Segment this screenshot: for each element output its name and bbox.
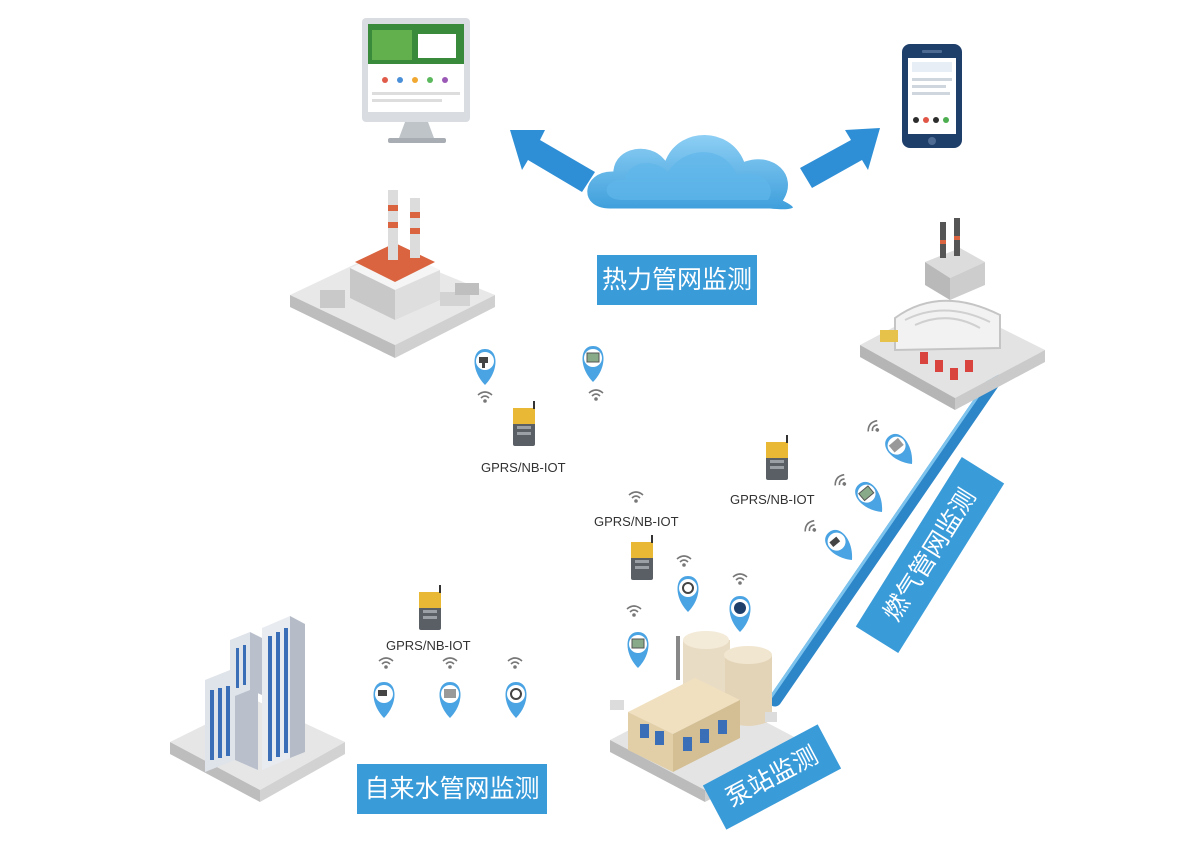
sensor-pin-icon: [850, 477, 891, 519]
sensor-pin-icon: [505, 682, 527, 718]
sensor-pin-icon: [627, 632, 649, 668]
city-buildings-icon: [170, 616, 345, 802]
wifi-signal-icon: [832, 471, 851, 491]
gateway-label: GPRS/NB-IOT: [386, 638, 471, 653]
wifi-signal-icon: [507, 657, 523, 669]
gateway-label: GPRS/NB-IOT: [594, 514, 679, 529]
gas-pipe: [768, 373, 1002, 707]
gateway-device-icon: [419, 585, 441, 630]
desktop-monitor-icon: [362, 18, 470, 143]
sensor-pin-icon: [820, 525, 861, 567]
water-plant-icon: [610, 631, 800, 802]
wifi-signal-icon: [588, 389, 604, 401]
wifi-signal-icon: [676, 555, 692, 567]
sensor-pin-icon: [677, 576, 699, 612]
wifi-signal-icon: [626, 605, 642, 617]
gateway-device-icon: [766, 435, 788, 480]
wifi-signal-icon: [732, 573, 748, 585]
gateway-label: GPRS/NB-IOT: [730, 492, 815, 507]
heat-network-label: 热力管网监测: [597, 255, 757, 305]
wifi-signal-icon: [378, 657, 394, 669]
wifi-signal-icon: [442, 657, 458, 669]
sensor-pin-icon: [474, 349, 496, 385]
sensor-pin-icon: [373, 682, 395, 718]
sensor-pin-icon: [880, 429, 921, 471]
gas-pipe-highlight: [769, 376, 993, 698]
sensor-pins: [373, 346, 921, 718]
sensor-pin-icon: [729, 596, 751, 632]
sensor-pin-icon: [439, 682, 461, 718]
gateway-device-icon: [631, 535, 653, 580]
heating-plant-icon: [290, 190, 495, 358]
wifi-signal-icon: [477, 391, 493, 403]
wifi-signal-icon: [802, 517, 821, 537]
gateway-label: GPRS/NB-IOT: [481, 460, 566, 475]
gas-station-icon: [860, 218, 1045, 410]
water-network-label: 自来水管网监测: [357, 764, 547, 814]
smartphone-icon: [902, 44, 962, 148]
pipe-network: [328, 313, 1002, 749]
sensor-pin-icon: [582, 346, 604, 382]
gateway-device-icon: [513, 401, 535, 446]
wifi-signal-icon: [865, 417, 884, 437]
cloud-icon: [584, 132, 796, 213]
arrow-to-phone-icon: [800, 128, 880, 188]
arrow-to-desktop-icon: [510, 130, 595, 192]
wifi-signal-icon: [628, 491, 644, 503]
